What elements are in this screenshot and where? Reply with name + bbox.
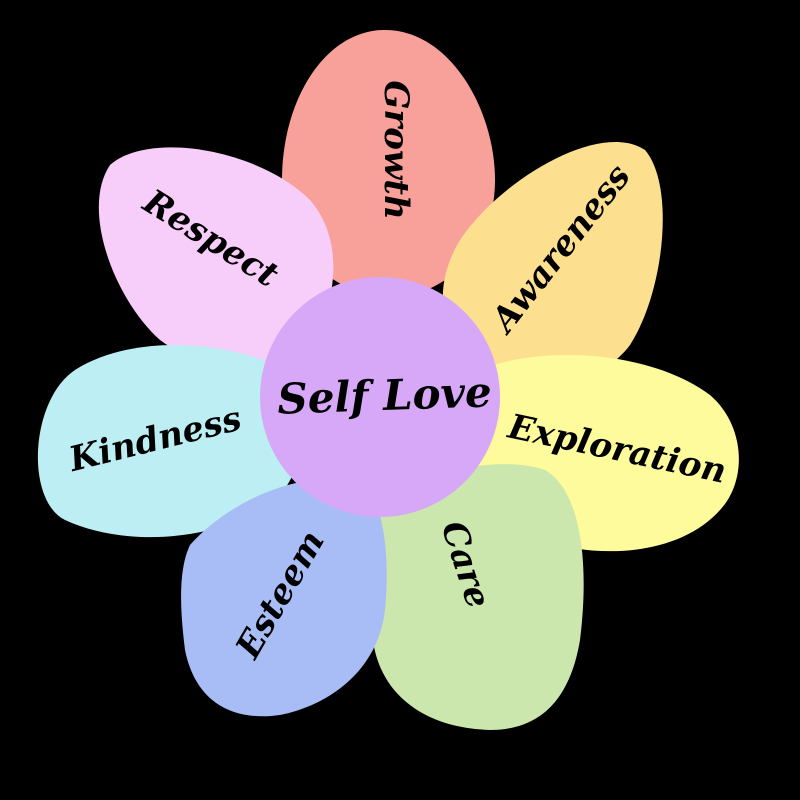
petal-respect xyxy=(98,147,334,367)
flower-center: Self Love xyxy=(260,277,500,517)
petal-shape xyxy=(442,142,663,384)
petal-care xyxy=(370,464,584,730)
petal-shape xyxy=(282,30,495,300)
center-circle xyxy=(260,277,500,517)
petal-esteem xyxy=(181,478,387,717)
center-label: Self Love xyxy=(277,367,493,423)
petal-shape xyxy=(181,478,387,717)
petal-kindness xyxy=(37,345,302,538)
petal-shape xyxy=(370,464,584,730)
petal-shape xyxy=(98,147,334,367)
petal-label-growth: Growth xyxy=(376,80,416,219)
petal-shape xyxy=(37,345,302,538)
petal-growth xyxy=(282,30,495,300)
petal-awareness xyxy=(442,142,663,384)
